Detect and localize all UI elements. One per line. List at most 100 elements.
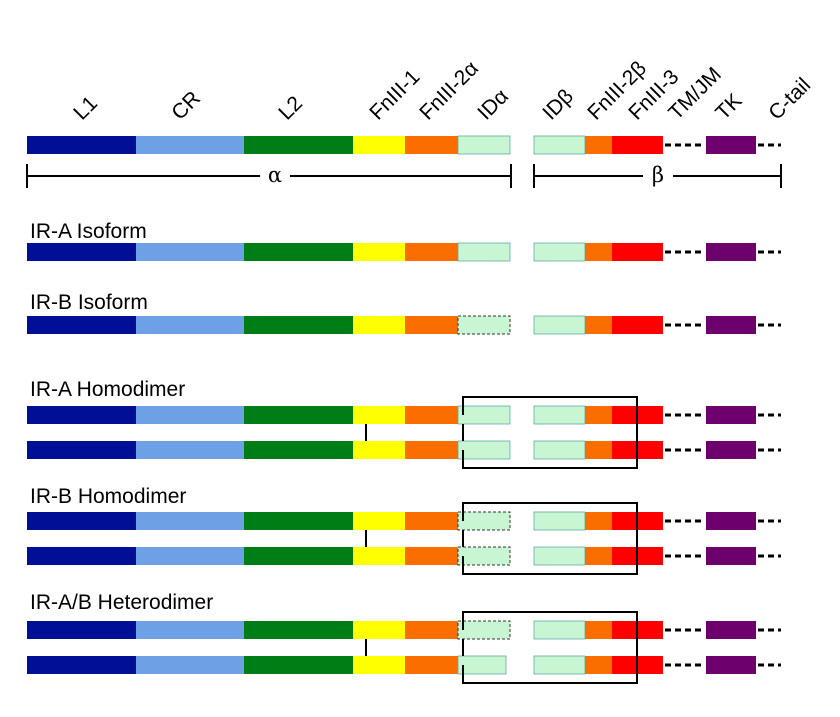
domain-l1 xyxy=(27,243,136,261)
ira-isoform-bar xyxy=(27,242,781,262)
domain-tk xyxy=(706,243,756,261)
row-title-ira-isoform: IR-A Isoform xyxy=(30,220,147,243)
domain-id-a xyxy=(457,405,511,425)
alpha-label-bg xyxy=(260,163,290,189)
irb-homodimer-bar-2 xyxy=(27,546,781,566)
domain-l2 xyxy=(244,621,353,639)
domain-fniii2 xyxy=(585,621,612,639)
domain-tk xyxy=(706,441,756,459)
domain-fniii2 xyxy=(585,547,612,565)
domain-fniii2 xyxy=(585,656,612,674)
irab-heterodimer-connector xyxy=(365,611,638,684)
domain-id-b xyxy=(533,315,586,335)
domain-fniii2 xyxy=(585,243,612,261)
domain-cr xyxy=(136,656,244,674)
domain-labels: L1 CR L2 FnIII-1 FnIII-2α IDα IDβ FnIII-… xyxy=(69,57,815,125)
alpha-label: α xyxy=(268,163,282,187)
domain-l2 xyxy=(244,136,353,154)
ira-homodimer-bar-1 xyxy=(27,405,781,425)
label-ctail: C-tail xyxy=(764,74,815,125)
domain-fniii1 xyxy=(353,243,405,261)
beta-label: β xyxy=(652,163,664,187)
alpha-beta-bracket xyxy=(462,502,638,575)
domain-fniii2 xyxy=(405,656,458,674)
label-fn1: FnIII-1 xyxy=(365,65,424,124)
domain-cr xyxy=(136,243,244,261)
domain-tk xyxy=(706,512,756,530)
irb-isoform-bar xyxy=(27,315,781,335)
domain-fniii1 xyxy=(353,621,405,639)
domain-id-b xyxy=(533,135,586,155)
domain-id-b xyxy=(533,655,586,675)
domain-id-a xyxy=(457,620,511,640)
domain-cr xyxy=(136,136,244,154)
row-title-irab-heterodimer: IR-A/B Heterodimer xyxy=(30,591,213,614)
row-title-ira-homodimer: IR-A Homodimer xyxy=(30,378,185,401)
domain-l2 xyxy=(244,547,353,565)
label-ida: IDα xyxy=(473,85,513,125)
label-fn2a: FnIII-2α xyxy=(415,57,483,125)
domain-fniii1 xyxy=(353,547,405,565)
domain-tk xyxy=(706,656,756,674)
domain-id-b xyxy=(533,620,586,640)
domain-fniii1 xyxy=(353,136,405,154)
domain-l2 xyxy=(244,441,353,459)
domain-tk xyxy=(706,136,756,154)
domain-fniii2 xyxy=(585,316,612,334)
domain-id-a xyxy=(457,242,511,262)
domain-l2 xyxy=(244,316,353,334)
domain-l1 xyxy=(27,656,136,674)
domain-fniii3 xyxy=(612,243,663,261)
domain-id-b xyxy=(533,405,586,425)
domain-id-b xyxy=(533,511,586,531)
domain-cr xyxy=(136,406,244,424)
domain-l1 xyxy=(27,406,136,424)
domain-fniii3 xyxy=(612,316,663,334)
domain-fniii2 xyxy=(585,136,612,154)
domain-cr xyxy=(136,547,244,565)
domain-id-b xyxy=(533,242,586,262)
domain-fniii2 xyxy=(405,621,458,639)
ira-homodimer-bar-2 xyxy=(27,440,781,460)
domain-tk xyxy=(706,621,756,639)
domain-fniii2 xyxy=(405,316,458,334)
domain-fniii2 xyxy=(405,547,458,565)
label-tk: TK xyxy=(711,89,746,124)
row-title-irb-isoform: IR-B Isoform xyxy=(30,291,148,314)
domain-l1 xyxy=(27,512,136,530)
domain-l2 xyxy=(244,656,353,674)
alpha-beta-bracket xyxy=(462,611,638,684)
irb-homodimer-bar-1 xyxy=(27,511,781,531)
domain-l2 xyxy=(244,406,353,424)
domain-l2 xyxy=(244,243,353,261)
domain-fniii1 xyxy=(353,316,405,334)
reference-bar xyxy=(27,135,781,155)
dimer-connectors xyxy=(365,396,638,684)
alpha-beta-bracket xyxy=(462,396,638,469)
reference-receptor-bar xyxy=(27,135,781,155)
domain-l1 xyxy=(27,621,136,639)
label-l1: L1 xyxy=(69,92,102,125)
domain-l1 xyxy=(27,547,136,565)
subunit-brackets: α β xyxy=(26,163,782,189)
domain-l1 xyxy=(27,441,136,459)
label-cr: CR xyxy=(167,87,205,125)
domain-l2 xyxy=(244,512,353,530)
domain-fniii2 xyxy=(585,512,612,530)
domain-id-b xyxy=(533,440,586,460)
domain-cr xyxy=(136,441,244,459)
irb-homodimer-connector xyxy=(365,502,638,575)
domain-fniii2 xyxy=(585,406,612,424)
domain-cr xyxy=(136,512,244,530)
domain-l1 xyxy=(27,316,136,334)
irab-heterodimer-bar-1 xyxy=(27,620,781,640)
domain-id-a xyxy=(457,511,511,531)
domain-fniii2 xyxy=(585,441,612,459)
domain-fniii3 xyxy=(612,136,663,154)
label-l2: L2 xyxy=(274,92,307,125)
domain-fniii2 xyxy=(405,441,458,459)
row-title-irb-homodimer: IR-B Homodimer xyxy=(30,485,186,508)
beta-label-bg xyxy=(643,163,673,189)
domain-fniii2 xyxy=(405,243,458,261)
